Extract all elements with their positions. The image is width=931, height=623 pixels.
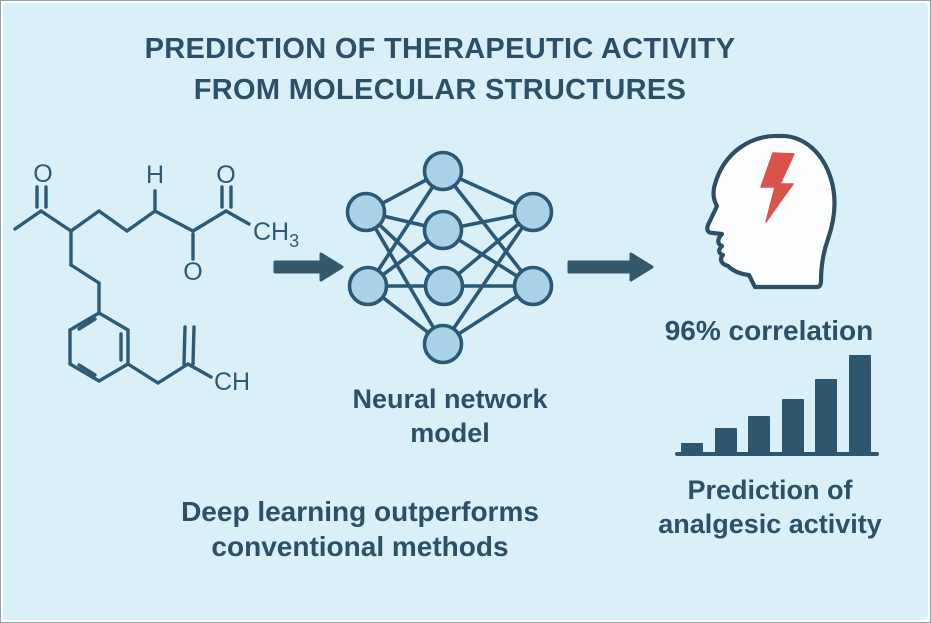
footer-line-1: Deep learning outperforms (181, 496, 539, 527)
network-label-line-1: Neural network (352, 384, 548, 414)
right-arrow-icon (273, 252, 344, 282)
neural-network-label: Neural network model (352, 382, 547, 450)
bar (815, 379, 838, 453)
bar (681, 443, 703, 453)
bar (748, 416, 771, 453)
neural-network-icon (345, 150, 554, 365)
bar (781, 399, 804, 453)
lightning-bolt-icon (760, 152, 795, 223)
atom-label-o: O (216, 161, 235, 189)
prediction-line-1: Prediction of (687, 475, 853, 505)
network-nodes (345, 150, 554, 365)
human-head-icon (705, 133, 837, 290)
background: PREDICTION OF THERAPEUTIC ACTIVITY FROM … (3, 3, 928, 620)
network-edges (364, 169, 535, 346)
bar-chart-bars (681, 353, 871, 453)
atom-label-ch3: CH3 (253, 218, 299, 251)
title-line-2: FROM MOLECULAR STRUCTURES (193, 74, 687, 106)
footer-line-2: conventional methods (211, 531, 509, 562)
network-label-line-2: model (410, 418, 490, 448)
molecule-atom-labels: O H O O CH3 CH (33, 160, 299, 396)
bar-chart-baseline (675, 452, 879, 456)
prediction-line-2: analgesic activity (658, 509, 882, 539)
atom-label-o: O (33, 160, 52, 188)
title-line-1: PREDICTION OF THERAPEUTIC ACTIVITY (144, 33, 736, 65)
atom-label-h: H (146, 161, 164, 189)
atom-label-ch: CH (214, 368, 250, 396)
footer-label: Deep learning outperforms conventional m… (181, 494, 539, 564)
molecule-bonds (13, 185, 251, 385)
right-arrow-icon (567, 252, 654, 282)
atom-label-o: O (183, 258, 202, 286)
bar (848, 355, 871, 453)
correlation-label: 96% correlation (664, 315, 874, 346)
bar (714, 428, 737, 453)
molecule-structure-icon: O H O O CH3 CH (13, 160, 299, 396)
prediction-label: Prediction of analgesic activity (658, 473, 882, 541)
page-title: PREDICTION OF THERAPEUTIC ACTIVITY FROM … (145, 29, 736, 111)
